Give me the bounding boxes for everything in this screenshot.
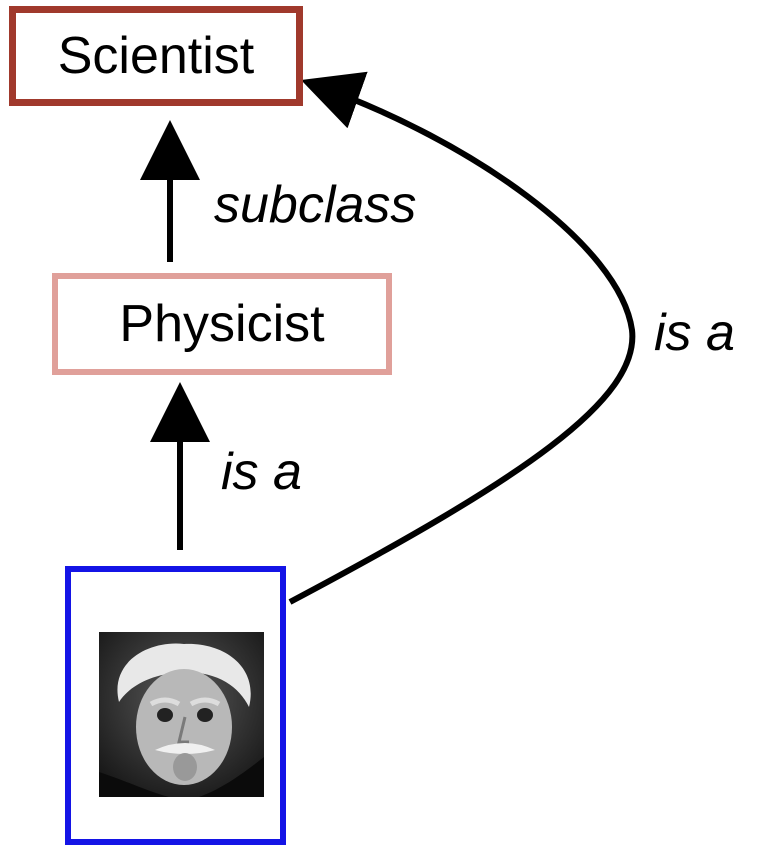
edge-person-to-scientist: [288, 71, 636, 605]
physicist-label: Physicist: [119, 295, 325, 353]
edge-label-is-a-scientist: is a: [654, 304, 735, 362]
scientist-node: Scientist: [9, 6, 303, 106]
edge-label-is-a-physicist: is a: [221, 443, 302, 501]
scientist-label: Scientist: [57, 27, 255, 85]
physicist-node: Physicist: [52, 273, 392, 375]
portrait-photo: [99, 632, 264, 797]
edge-label-subclass: subclass: [214, 176, 417, 234]
